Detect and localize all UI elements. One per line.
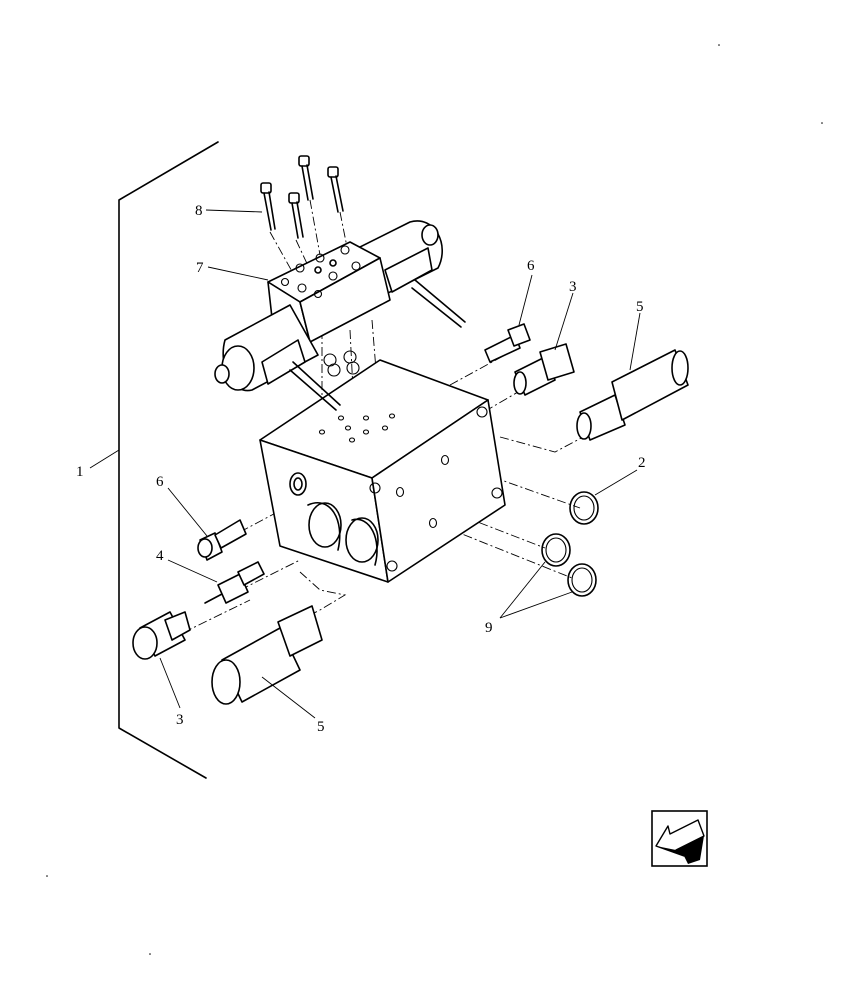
check-valve-left: [204, 561, 265, 604]
callout-2: 2: [638, 455, 646, 471]
o-rings: [541, 491, 599, 597]
callout-1: 1: [76, 464, 84, 480]
cartridge-right: [576, 349, 689, 441]
plug-right: [513, 343, 575, 396]
callout-4: 4: [156, 548, 164, 564]
cartridge-left: [211, 605, 323, 705]
callout-labels: 1 2 3 3 4 5 5 6 6 7 8 9: [76, 203, 646, 735]
assembly-bracket: [89, 141, 219, 779]
bolt-1: [260, 182, 276, 231]
bolt-3: [298, 155, 314, 201]
back-arrow-icon[interactable]: [651, 810, 708, 867]
callout-3-right: 3: [569, 279, 577, 295]
callout-5-right: 5: [636, 299, 644, 315]
callout-3-left: 3: [176, 712, 184, 728]
callout-5-left: 5: [317, 719, 325, 735]
stray-marks: [46, 44, 823, 955]
callout-6-left: 6: [156, 474, 164, 490]
bolt-4: [327, 166, 344, 213]
mounting-bolts: [260, 155, 344, 239]
solenoid-valve: [214, 220, 466, 411]
callout-8: 8: [195, 203, 203, 219]
fitting-left: [197, 519, 247, 561]
leader-lines: [159, 209, 641, 719]
callout-7: 7: [196, 260, 204, 276]
manifold-block: [259, 359, 506, 583]
bolt-2: [288, 192, 304, 239]
fitting-right: [484, 323, 531, 363]
callout-6-right: 6: [527, 258, 535, 274]
callout-9: 9: [485, 620, 493, 636]
plug-left: [132, 611, 191, 660]
